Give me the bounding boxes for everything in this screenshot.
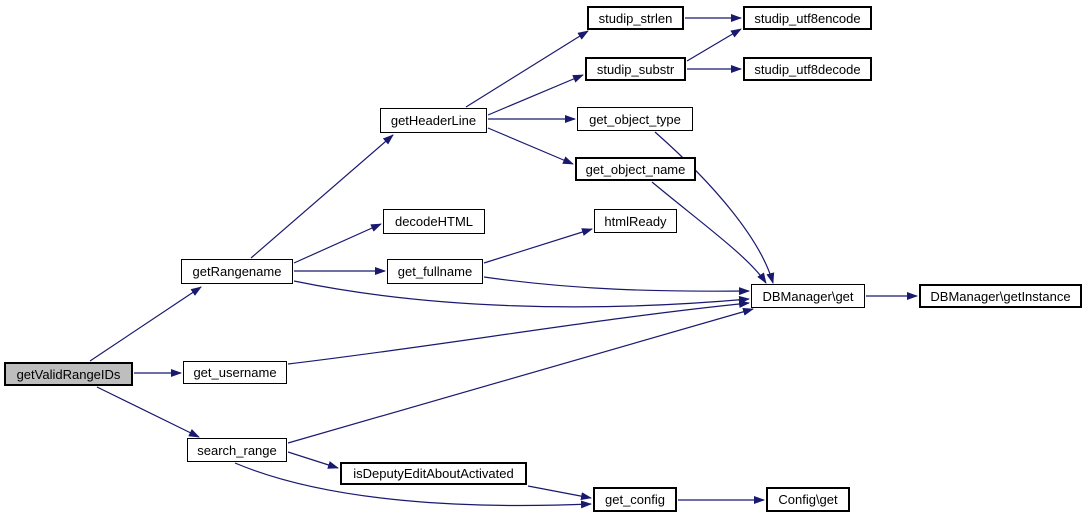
edge-search_range-get_config [234,462,592,509]
node-studip_utf8decode[interactable]: studip_utf8decode [743,57,872,81]
node-Config_get[interactable]: Config\get [766,487,850,512]
node-get_username[interactable]: get_username [183,361,287,384]
node-search_range[interactable]: search_range [187,438,287,462]
edge-getValidRangeIDs-getRangename [89,286,202,362]
edge-getValidRangeIDs-search_range [96,386,200,438]
node-get_config[interactable]: get_config [593,487,677,512]
edge-search_range-DBManager_get [287,307,754,444]
edge-getRangename-decodeHTML [293,223,382,264]
edge-get_username-DBManager_get [287,300,750,365]
node-isDeputyEditAboutActivated[interactable]: isDeputyEditAboutActivated [340,462,527,485]
edge-get_object_name-DBManager_get [651,181,767,284]
edge-getRangename-DBManager_get [293,280,750,308]
node-get_object_type[interactable]: get_object_type [577,107,693,131]
edge-isDeputyEditAboutActivated-get_config [527,485,592,501]
node-htmlReady[interactable]: htmlReady [594,209,677,233]
node-DBManager_getInstance[interactable]: DBManager\getInstance [919,284,1082,308]
node-getValidRangeIDs: getValidRangeIDs [4,362,133,386]
edge-getHeaderLine-studip_strlen [465,30,589,108]
node-studip_utf8encode[interactable]: studip_utf8encode [743,6,872,30]
edge-get_fullname-htmlReady [483,228,593,264]
node-get_fullname[interactable]: get_fullname [387,259,483,284]
edge-studip_substr-studip_utf8encode [686,28,742,62]
node-DBManager_get[interactable]: DBManager\get [751,284,865,308]
node-getHeaderLine[interactable]: getHeaderLine [380,108,487,133]
node-studip_substr[interactable]: studip_substr [585,57,686,81]
edge-search_range-isDeputyEditAboutActivated [287,451,339,469]
edge-get_fullname-DBManager_get [483,276,750,296]
edge-getHeaderLine-studip_substr [487,74,584,116]
edge-get_object_type-DBManager_get [654,131,775,284]
node-getRangename[interactable]: getRangename [181,259,293,284]
node-decodeHTML[interactable]: decodeHTML [383,209,485,234]
edge-getRangename-getHeaderLine [250,134,394,259]
node-studip_strlen[interactable]: studip_strlen [587,6,684,30]
edge-getHeaderLine-get_object_name [487,127,574,165]
node-get_object_name[interactable]: get_object_name [575,157,696,181]
